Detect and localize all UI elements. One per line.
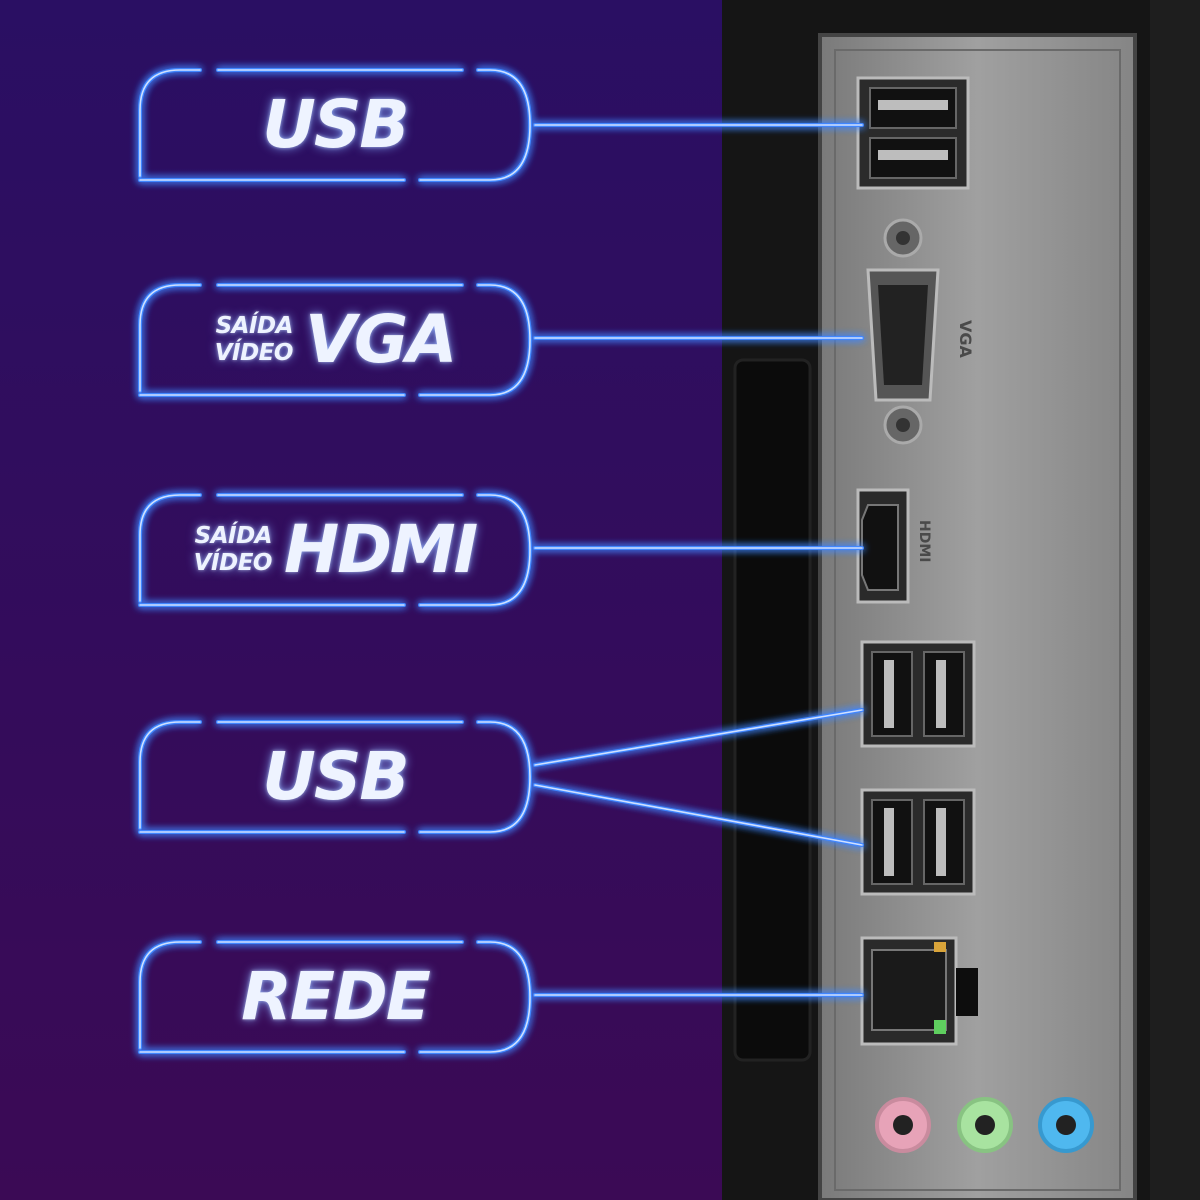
hdmi-port: HDMI: [856, 488, 932, 604]
vga-marking: VGA: [956, 320, 975, 359]
label-vga: SAÍDA VÍDEO VGA: [140, 285, 530, 395]
label-usb-top-text: USB: [262, 86, 409, 163]
label-hdmi-prefix-line2: VÍDEO: [193, 550, 273, 576]
label-hdmi: SAÍDA VÍDEO HDMI: [140, 495, 530, 605]
label-usb-top: USB: [140, 70, 530, 180]
label-frame-hdmi: [139, 494, 531, 606]
vga-port: VGA: [866, 218, 975, 445]
usb-port-top: [856, 76, 970, 190]
label-rede-text: REDE: [241, 958, 431, 1035]
label-hdmi-prefix: SAÍDA VÍDEO: [193, 523, 273, 577]
connector-line-usb-middle-1: [534, 709, 863, 766]
label-hdmi-text: HDMI: [283, 511, 478, 588]
audio-jacks: [875, 1097, 1094, 1153]
network-port: [860, 936, 978, 1046]
label-rede: REDE: [140, 942, 530, 1052]
label-usb-middle: USB: [140, 722, 530, 832]
label-frame-vga: [139, 284, 531, 396]
label-vga-prefix: SAÍDA VÍDEO: [214, 313, 294, 367]
usb-port-middle-2: [860, 788, 976, 896]
label-hdmi-prefix-line1: SAÍDA: [194, 523, 273, 549]
usb-port-middle-1: [860, 640, 976, 748]
hdmi-marking: HDMI: [916, 520, 932, 562]
connector-line-usb-middle-2: [534, 784, 863, 846]
label-frame-usb-middle: [139, 721, 531, 833]
label-vga-prefix-line2: VÍDEO: [214, 340, 294, 366]
label-frame-usb-top: [139, 69, 531, 181]
label-frame-rede: [139, 941, 531, 1053]
label-vga-prefix-line1: SAÍDA: [215, 313, 294, 339]
label-vga-text: VGA: [304, 301, 457, 378]
label-usb-middle-text: USB: [262, 738, 409, 815]
